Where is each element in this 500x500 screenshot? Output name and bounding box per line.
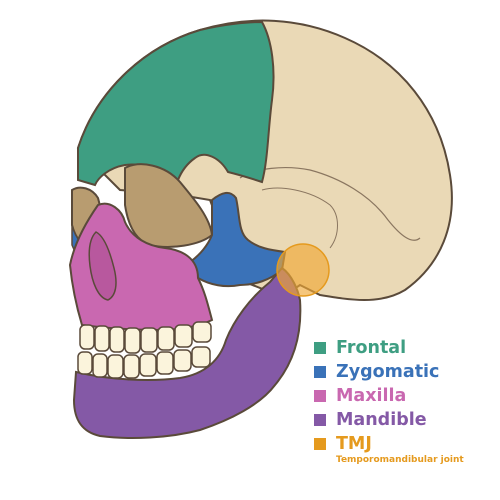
- legend-label-tmj: TMJ: [336, 434, 372, 454]
- legend-tmj-subtitle: Temporomandibular joint: [336, 455, 464, 465]
- lower-teeth: [77, 346, 211, 379]
- legend-swatch-maxilla: [314, 390, 326, 402]
- legend-item-maxilla: Maxilla: [314, 385, 500, 407]
- legend: Frontal Zygomatic Maxilla Mandible TMJ T…: [314, 337, 500, 465]
- legend-swatch-tmj: [314, 438, 326, 450]
- legend-item-frontal: Frontal: [314, 337, 500, 359]
- legend-label-maxilla: Maxilla: [336, 386, 407, 406]
- legend-swatch-zygomatic: [314, 366, 326, 378]
- squamous-suture: [239, 167, 421, 241]
- tmj-joint-highlight: [276, 243, 330, 297]
- legend-label-mandible: Mandible: [336, 410, 427, 430]
- upper-teeth: [79, 321, 212, 354]
- frontal-bone: [77, 20, 275, 187]
- nasal-cavity: [88, 231, 117, 301]
- legend-item-tmj: TMJ: [314, 433, 500, 455]
- mandible-bone: [72, 266, 302, 439]
- legend-swatch-mandible: [314, 414, 326, 426]
- legend-swatch-frontal: [314, 342, 326, 354]
- temporal-line: [261, 187, 338, 249]
- legend-label-frontal: Frontal: [336, 338, 407, 358]
- legend-item-zygomatic: Zygomatic: [314, 361, 500, 383]
- legend-label-zygomatic: Zygomatic: [336, 362, 440, 382]
- legend-item-mandible: Mandible: [314, 409, 500, 431]
